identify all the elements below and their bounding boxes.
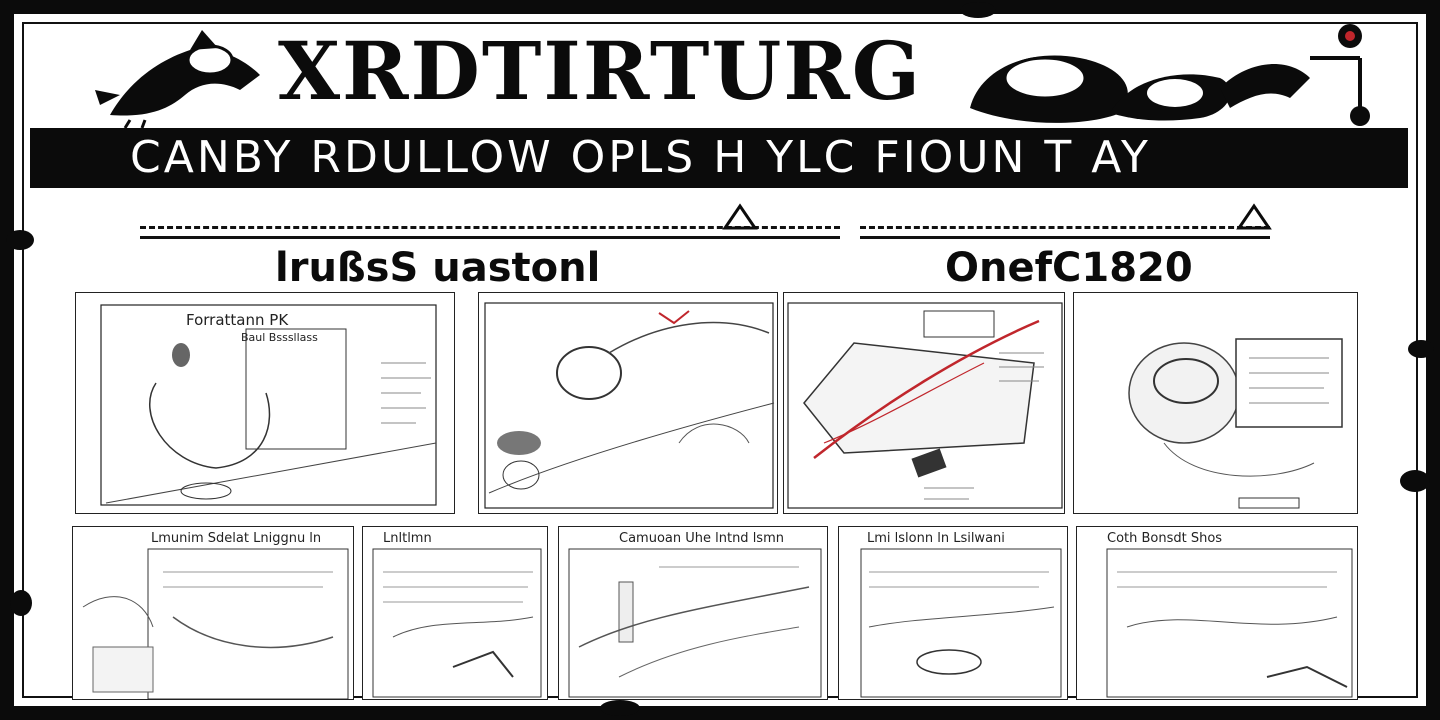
sketch-illustration: [82, 548, 349, 699]
poster-title: XRDTIRTURG: [277, 24, 923, 118]
illustration-panel: Coth Bonsdt Shos: [1076, 526, 1358, 700]
illustration-panel: Lmunim Sdelat Lniggnu ln: [72, 526, 354, 700]
sketch-illustration: [1106, 548, 1353, 698]
ink-creature-illustration-left: [95, 30, 260, 129]
sketch-illustration: [568, 548, 822, 698]
separator-rule: [860, 236, 1270, 239]
sketch-illustration: [100, 304, 437, 506]
sketch-illustration: [484, 302, 775, 509]
sketch-illustration: [372, 548, 542, 698]
frame-ink-splat: [1400, 470, 1430, 492]
panel-inset-caption: Baul Bsssllass: [241, 331, 318, 344]
ink-creature-illustration-right: [970, 24, 1370, 126]
illustration-panel: [783, 292, 1065, 514]
panel-caption: Forrattann PK: [186, 311, 289, 329]
frame-ink-splat: [6, 230, 34, 250]
frame-ink-splat: [960, 2, 996, 18]
illustration-panel: Lmi lslonn ln Lsilwani: [838, 526, 1068, 700]
panel-caption: Lmi lslonn ln Lsilwani: [867, 531, 1005, 546]
illustration-panel: Forrattann PK Baul Bsssllass: [75, 292, 455, 514]
illustration-panel: Camuoan Uhe lntnd lsmn: [558, 526, 828, 700]
panel-caption: Lnltlmn: [383, 531, 432, 546]
title-banner: CANBY RDULLOW OPLS H YLC FIOUN T AY: [30, 128, 1408, 188]
separator-rule: [140, 226, 840, 229]
illustration-panel: Lnltlmn: [362, 526, 548, 700]
illustration-panel: [1073, 292, 1358, 514]
sketch-illustration: [860, 548, 1062, 698]
frame-ink-splat: [10, 590, 32, 616]
sketch-illustration: [1128, 338, 1343, 509]
separator-rule: [140, 236, 840, 239]
frame-ink-splat: [1408, 340, 1434, 358]
rule-ornament-icon: [722, 203, 758, 230]
panel-caption: Camuoan Uhe lntnd lsmn: [619, 531, 784, 546]
section-heading-right: OnefC1820: [945, 245, 1193, 291]
sketch-illustration: [787, 302, 1063, 509]
separator-rule: [860, 226, 1270, 229]
panel-caption: Lmunim Sdelat Lniggnu ln: [151, 531, 322, 546]
panel-caption: Coth Bonsdt Shos: [1107, 531, 1223, 546]
section-heading-left: lrußsS uastonl: [275, 245, 601, 291]
illustration-panel: [478, 292, 778, 514]
frame-ink-splat: [600, 700, 640, 716]
rule-ornament-icon: [1236, 203, 1272, 230]
